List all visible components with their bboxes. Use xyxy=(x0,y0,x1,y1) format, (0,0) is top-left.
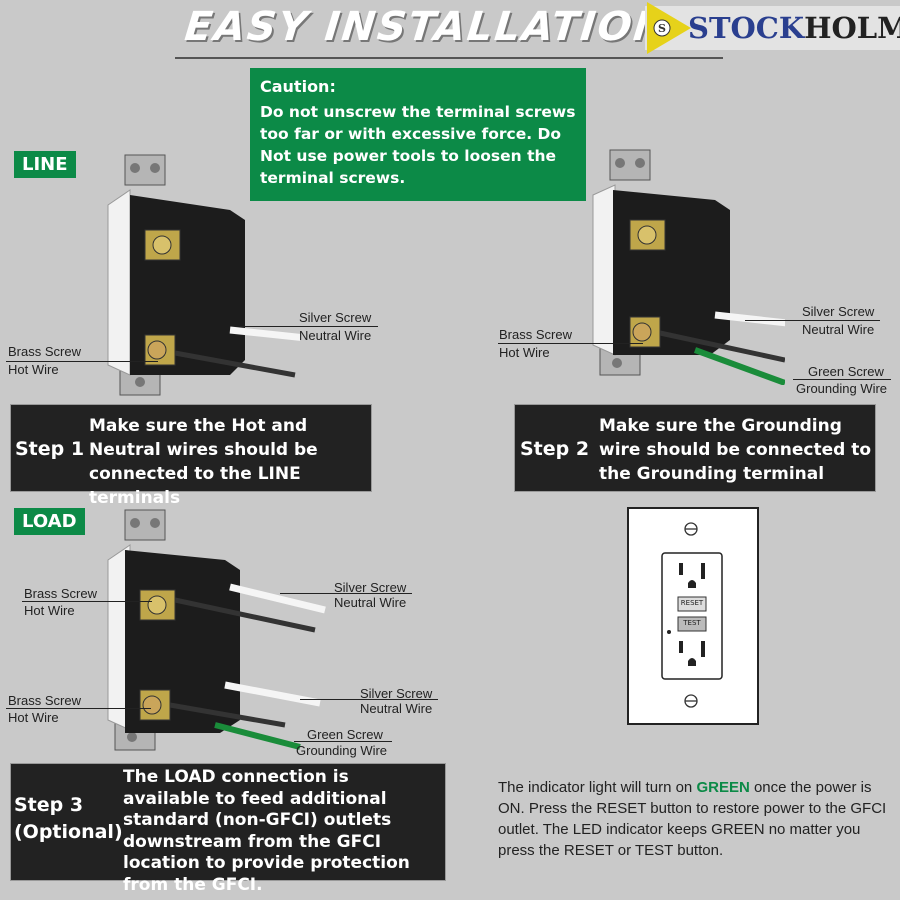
step3-label-optional: (Optional) xyxy=(14,821,123,843)
step3-box: Step 3 (Optional) The LOAD connection is… xyxy=(10,763,446,895)
line-hot-wire-label: Hot Wire xyxy=(8,362,59,377)
load-neutral-wire-top-label: Neutral Wire xyxy=(334,595,407,610)
brand-logo-icon: S xyxy=(647,2,691,54)
ground-callout-rule xyxy=(793,379,891,380)
line-silver-screw-label: Silver Screw xyxy=(299,310,372,325)
gfci-receptacle-ground-illustration xyxy=(592,149,785,385)
step2-label: Step 2 xyxy=(520,438,590,460)
caution-text: Do not unscrew the terminal screws too f… xyxy=(260,103,576,187)
gfci-receptacle-load-illustration xyxy=(107,509,326,751)
load-callout-rule xyxy=(294,741,392,742)
step3-label: Step 3 xyxy=(14,794,84,816)
line-neutral-wire-label: Neutral Wire xyxy=(299,328,372,343)
ground-callout-rule xyxy=(498,343,643,344)
ground-silver-screw-label: Silver Screw xyxy=(802,304,875,319)
line-callout-rule xyxy=(6,361,158,362)
page-title: EASY INSTALLATION xyxy=(182,4,672,50)
ground-hot-wire-label: Hot Wire xyxy=(499,345,550,360)
caution-box: Caution: Do not unscrew the terminal scr… xyxy=(250,68,586,201)
gfci-outlet-front-illustration xyxy=(627,507,759,725)
load-callout-rule xyxy=(6,708,151,709)
load-hot-wire-bottom-label: Hot Wire xyxy=(8,710,59,725)
info-part2: once the power is ON. Press the RESET bu… xyxy=(498,779,887,859)
load-brass-screw-bottom-label: Brass Screw xyxy=(8,693,81,708)
ground-green-screw-label: Green Screw xyxy=(808,364,884,379)
load-brass-screw-top-label: Brass Screw xyxy=(24,586,97,601)
load-callout-rule xyxy=(300,699,438,700)
load-silver-screw-top-label: Silver Screw xyxy=(334,580,407,595)
load-silver-screw-bottom-label: Silver Screw xyxy=(360,686,433,701)
brand-name-first: STOCK xyxy=(688,11,805,45)
load-grounding-wire-label: Grounding Wire xyxy=(296,743,388,758)
ground-grounding-wire-label: Grounding Wire xyxy=(796,381,888,396)
brand-name: STOCKHOLM xyxy=(688,11,900,45)
load-green-screw-label: Green Screw xyxy=(307,727,383,742)
step2-box: Step 2 Make sure the Grounding wire shou… xyxy=(514,404,876,492)
reset-button: RESET xyxy=(680,599,704,607)
step1-text: Make sure the Hot and Neutral wires shou… xyxy=(89,416,318,508)
load-tag: LOAD xyxy=(14,508,85,535)
step1-label: Step 1 xyxy=(15,438,85,460)
load-hot-wire-top-label: Hot Wire xyxy=(24,603,75,618)
info-part1: The indicator light will turn on xyxy=(498,779,697,796)
step2-text: Make sure the Grounding wire should be c… xyxy=(599,416,872,484)
title-divider xyxy=(175,57,723,59)
info-green-word: GREEN xyxy=(696,779,750,796)
brand-name-second: HOLM xyxy=(804,11,900,45)
step3-text: The LOAD connection is available to feed… xyxy=(123,767,410,895)
brand-badge-letter: S xyxy=(658,22,666,35)
ground-neutral-wire-label: Neutral Wire xyxy=(802,322,875,337)
ground-callout-rule xyxy=(745,320,880,321)
indicator-info-text: The indicator light will turn on GREEN o… xyxy=(498,777,898,861)
step1-box: Step 1 Make sure the Hot and Neutral wir… xyxy=(10,404,372,508)
test-button: TEST xyxy=(683,619,701,627)
ground-brass-screw-label: Brass Screw xyxy=(499,327,572,342)
line-brass-screw-label: Brass Screw xyxy=(8,344,81,359)
caution-heading: Caution: xyxy=(260,77,336,96)
load-callout-rule xyxy=(280,593,412,594)
gfci-receptacle-line-illustration xyxy=(107,154,300,396)
load-callout-rule xyxy=(22,601,152,602)
load-neutral-wire-bottom-label: Neutral Wire xyxy=(360,701,433,716)
line-callout-rule xyxy=(240,326,378,327)
line-tag: LINE xyxy=(14,151,76,178)
